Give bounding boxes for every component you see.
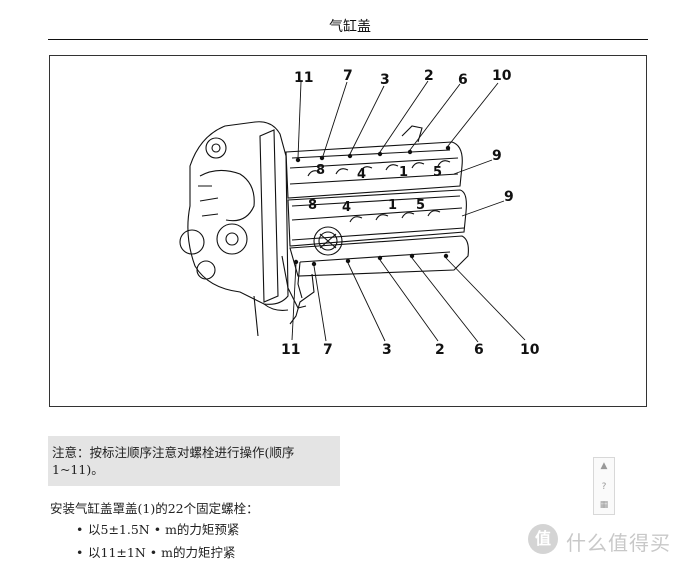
callout-top-11: 11 [294, 70, 313, 86]
engine-diagram: 11 7 3 2 6 10 9 9 8 4 1 5 8 4 1 5 11 7 3… [179, 68, 540, 358]
watermark-text: 什么值得买 [566, 531, 671, 555]
callout-bottom-3: 3 [382, 342, 392, 358]
watermark-logo-icon: 值 [528, 524, 558, 554]
caution-note-line-2: 1~11)。 [52, 462, 104, 477]
torque-step-1-text: 以5±1.5N • m的力矩预紧 [88, 522, 240, 537]
callout-top-10: 10 [492, 68, 512, 84]
callout-top-2: 2 [424, 68, 434, 84]
inner-lower-8: 8 [308, 198, 317, 213]
watermark: 值 什么值得买 [528, 522, 698, 558]
install-instruction: 安装气缸盖罩盖(1)的22个固定螺栓： [50, 501, 259, 516]
inner-lower-5: 5 [416, 198, 425, 213]
qr-code-icon[interactable]: ▦ [599, 500, 609, 510]
page-title: 气缸盖 [329, 19, 371, 35]
up-arrow-icon[interactable]: ▲ [600, 461, 608, 471]
torque-step-1: • 以5±1.5N • m的力矩预紧 [76, 519, 239, 538]
callout-bottom-10: 10 [520, 342, 540, 358]
side-toolbar: ▲ ? ▦ [593, 457, 615, 515]
callout-side-9-lower: 9 [504, 189, 514, 205]
caution-note: 注意：按标注顺序注意对螺栓进行操作(顺序 1~11)。 [48, 436, 340, 486]
inner-lower-4: 4 [342, 200, 351, 215]
header-rule [48, 39, 648, 40]
bullet-dot-icon: • [76, 522, 84, 537]
torque-step-2: • 以11±1N • m的力矩拧紧 [76, 542, 235, 561]
inner-upper-1: 1 [399, 165, 408, 180]
inner-upper-5: 5 [433, 165, 442, 180]
caution-note-line-1: 注意：按标注顺序注意对螺栓进行操作(顺序 [52, 445, 295, 460]
callout-bottom-7: 7 [323, 342, 333, 358]
bullet-dot-icon: • [76, 545, 84, 560]
callout-bottom-11: 11 [281, 342, 300, 358]
inner-lower-1: 1 [388, 198, 397, 213]
callout-bottom-6: 6 [474, 342, 484, 358]
inner-upper-4: 4 [357, 167, 366, 182]
callout-top-7: 7 [343, 68, 353, 84]
callout-top-6: 6 [458, 72, 468, 88]
inner-upper-8: 8 [316, 163, 325, 178]
callout-side-9-upper: 9 [492, 148, 502, 164]
torque-step-2-text: 以11±1N • m的力矩拧紧 [88, 545, 236, 560]
callout-top-3: 3 [380, 72, 390, 88]
help-icon[interactable]: ? [601, 482, 607, 492]
callout-bottom-2: 2 [435, 342, 445, 358]
engine-figure: 11 7 3 2 6 10 9 9 8 4 1 5 8 4 1 5 11 7 3… [49, 55, 647, 407]
